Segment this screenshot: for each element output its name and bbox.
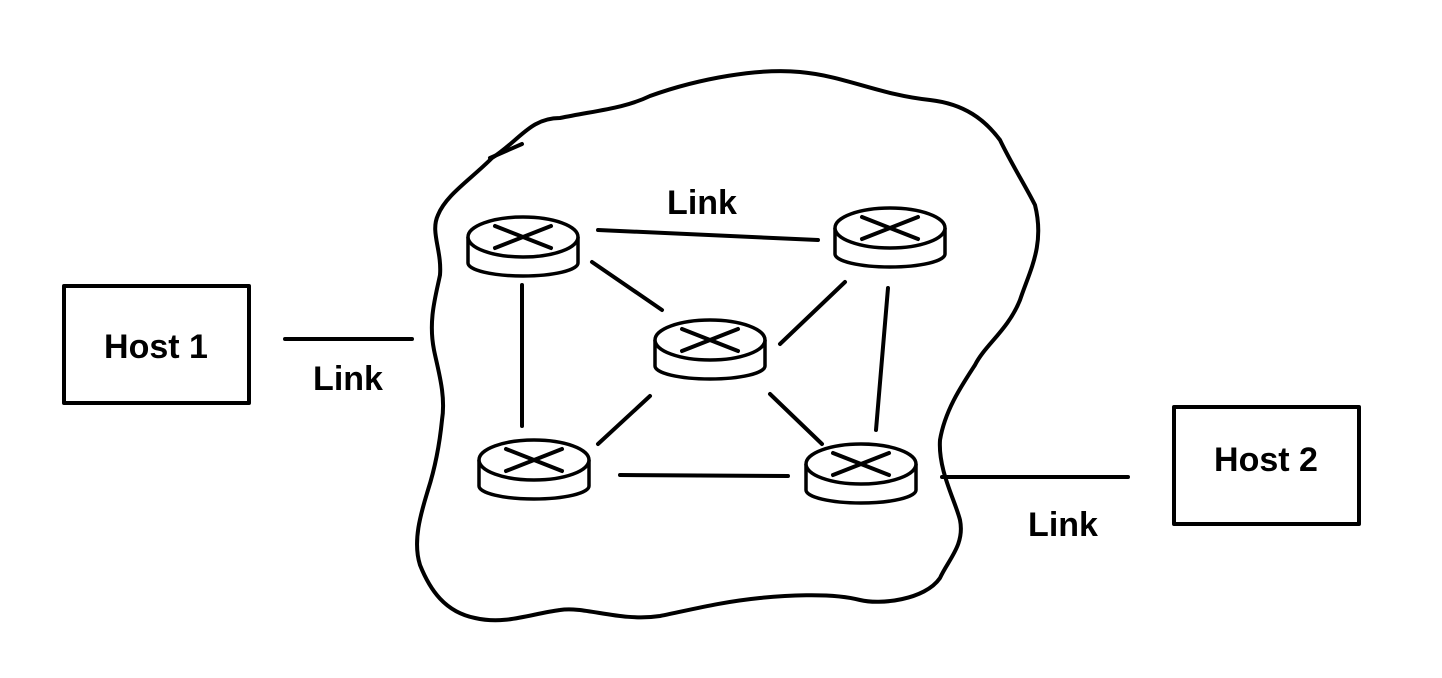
host2-box: Host 2 [1172, 405, 1361, 526]
router-links [520, 228, 890, 478]
host2-link-label: Link [1028, 506, 1098, 544]
host2-label: Host 2 [1214, 441, 1318, 479]
router-icon [653, 318, 767, 381]
router-icon [477, 438, 591, 501]
link-top-left-to-top-right [596, 228, 820, 242]
link-bottom-left-to-bottom-right [618, 473, 790, 478]
link-top-right-to-center [778, 280, 847, 346]
host1-label: Host 1 [104, 328, 208, 366]
host1-box: Host 1 [62, 284, 251, 405]
network-cloud [415, 69, 1041, 623]
link-top-left-to-center [590, 260, 664, 312]
link-center-to-bottom-left [596, 394, 652, 446]
router-icon [804, 442, 918, 505]
link-center-to-bottom-right [768, 392, 824, 446]
router-icon [466, 215, 580, 278]
link-top-right-to-bottom-right [874, 286, 890, 432]
cloud-notch [488, 142, 524, 160]
top-link-label: Link [667, 184, 737, 222]
router-bottom-left [477, 438, 591, 501]
router-top-left [466, 215, 580, 278]
router-bottom-right [804, 442, 918, 505]
host1-link-label: Link [313, 360, 383, 398]
router-center [653, 318, 767, 381]
router-icon [833, 206, 947, 269]
router-top-right [833, 206, 947, 269]
